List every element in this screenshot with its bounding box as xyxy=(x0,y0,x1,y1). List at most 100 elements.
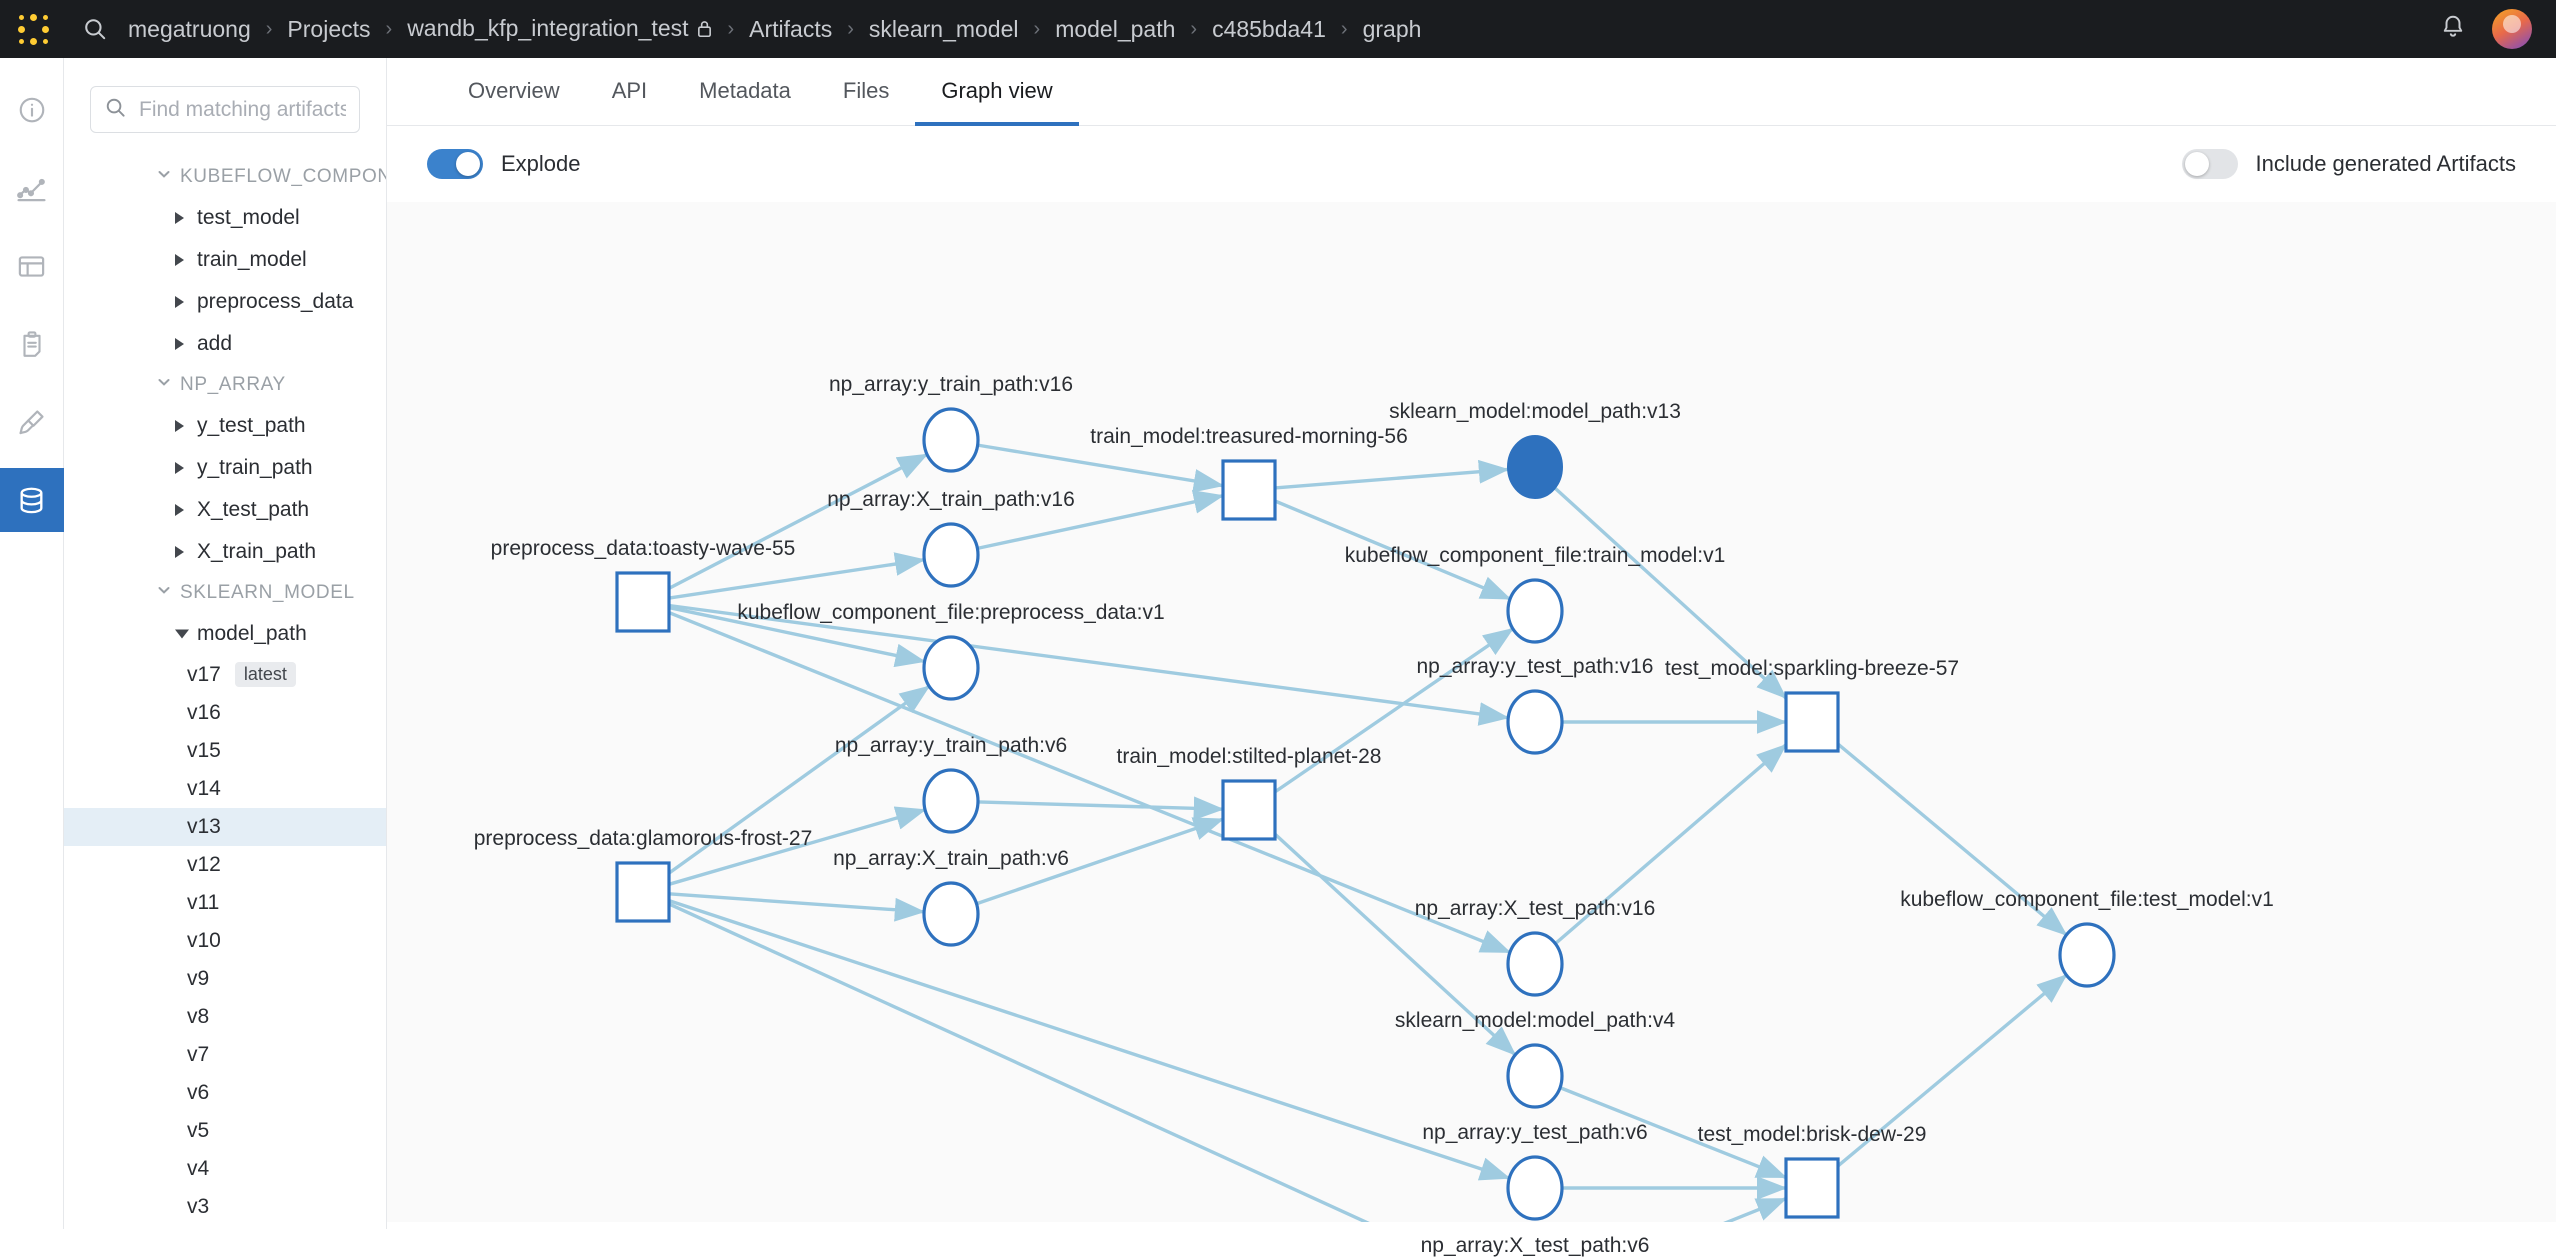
graph-node-circle[interactable] xyxy=(922,407,980,473)
graph-node-square[interactable] xyxy=(615,571,671,633)
tree-group-kubeflow-component-file[interactable]: KUBEFLOW_COMPONENT_... xyxy=(64,157,386,197)
version-label: v17 xyxy=(187,662,221,686)
graph-node-square[interactable] xyxy=(1784,691,1840,753)
graph-node-label: preprocess_data:glamorous-frost-27 xyxy=(473,827,813,850)
breadcrumb-item-1[interactable]: Projects xyxy=(287,15,371,42)
tree-item-x-test-path[interactable]: X_test_path xyxy=(64,489,386,531)
version-item-v6[interactable]: v6 xyxy=(64,1074,386,1112)
artifact-tree: KUBEFLOW_COMPONENT_... test_model train_… xyxy=(64,143,386,1229)
graph-node-circle[interactable] xyxy=(1506,1043,1564,1109)
version-item-v16[interactable]: v16 xyxy=(64,694,386,732)
graph-node-square[interactable] xyxy=(1221,459,1277,521)
tree-item-x-train-path[interactable]: X_train_path xyxy=(64,531,386,573)
triangle-right-icon xyxy=(175,296,184,308)
tree-item-train-model[interactable]: train_model xyxy=(64,239,386,281)
search-icon xyxy=(104,96,127,124)
graph-node-circle[interactable] xyxy=(1506,578,1564,644)
table-icon[interactable] xyxy=(0,234,64,298)
tree-item-preprocess-data[interactable]: preprocess_data xyxy=(64,281,386,323)
include-generated-artifacts-switch[interactable] xyxy=(2181,149,2238,179)
avatar[interactable] xyxy=(2492,9,2532,49)
artifacts-icon[interactable] xyxy=(0,468,64,532)
graph-node-circle[interactable] xyxy=(922,881,980,947)
version-item-v7[interactable]: v7 xyxy=(64,1036,386,1074)
include-generated-artifacts-toggle[interactable]: Include generated Artifacts xyxy=(2181,149,2516,179)
search-icon[interactable] xyxy=(66,16,124,42)
graph-edge xyxy=(1836,742,2068,937)
breadcrumb-item-7[interactable]: graph xyxy=(1362,15,1422,42)
triangle-right-icon xyxy=(175,504,184,516)
tree-item-label: model_path xyxy=(197,622,307,645)
graph-node-circle[interactable] xyxy=(922,768,980,834)
tab-api[interactable]: API xyxy=(611,78,648,103)
tree-group-sklearn-model[interactable]: SKLEARN_MODEL xyxy=(64,573,386,613)
version-item-v14[interactable]: v14 xyxy=(64,770,386,808)
graph-edge xyxy=(977,490,1225,551)
version-item-v15[interactable]: v15 xyxy=(64,732,386,770)
graph-node-circle[interactable] xyxy=(1506,931,1564,997)
graph-node-circle[interactable] xyxy=(922,522,980,588)
version-item-v5[interactable]: v5 xyxy=(64,1112,386,1150)
search-input[interactable] xyxy=(139,97,346,122)
reports-icon[interactable] xyxy=(0,312,64,376)
breadcrumb-item-5[interactable]: model_path xyxy=(1055,15,1176,42)
triangle-right-icon xyxy=(175,254,184,266)
graph-node-square[interactable] xyxy=(1784,1157,1840,1219)
version-item-v11[interactable]: v11 xyxy=(64,884,386,922)
wandb-dots-logo[interactable] xyxy=(0,13,66,45)
breadcrumb-item-0[interactable]: megatruong xyxy=(128,15,251,42)
breadcrumb-separator: › xyxy=(1190,17,1198,40)
tree-item-model-path[interactable]: model_path xyxy=(64,613,386,655)
graph-node-circle[interactable] xyxy=(1507,435,1563,499)
broom-icon[interactable] xyxy=(0,390,64,454)
breadcrumb-item-3[interactable]: Artifacts xyxy=(749,15,833,42)
version-item-v3[interactable]: v3 xyxy=(64,1188,386,1226)
graph-node-circle[interactable] xyxy=(2058,922,2116,988)
version-item-v12[interactable]: v12 xyxy=(64,846,386,884)
tree-item-add[interactable]: add xyxy=(64,323,386,365)
version-item-v4[interactable]: v4 xyxy=(64,1150,386,1188)
tab-graph-view[interactable]: Graph view xyxy=(915,78,1079,126)
tree-item-y-train-path[interactable]: y_train_path xyxy=(64,447,386,489)
tab-files[interactable]: Files xyxy=(842,78,890,103)
tree-item-test-model[interactable]: test_model xyxy=(64,197,386,239)
version-label: v5 xyxy=(187,1119,210,1142)
overview-icon[interactable] xyxy=(0,78,64,142)
tab-metadata[interactable]: Metadata xyxy=(699,78,791,103)
graph-node-circle[interactable] xyxy=(1506,689,1564,755)
tab-overview[interactable]: Overview xyxy=(468,78,560,103)
breadcrumb-separator: › xyxy=(265,17,273,40)
graph-node-label: train_model:stilted-planet-28 xyxy=(1116,745,1382,768)
bell-icon[interactable] xyxy=(2440,13,2466,45)
tree-item-label: test_model xyxy=(197,206,300,229)
version-label: v6 xyxy=(187,1081,210,1104)
version-item-v8[interactable]: v8 xyxy=(64,998,386,1036)
artifact-search-box[interactable] xyxy=(90,86,360,133)
main-content: Overview API Metadata Files Graph view E… xyxy=(387,58,2556,1257)
breadcrumb-item-6[interactable]: c485bda41 xyxy=(1212,15,1326,42)
graph-edge xyxy=(668,605,926,668)
triangle-right-icon xyxy=(175,462,184,474)
explode-toggle-switch[interactable] xyxy=(427,149,483,179)
tree-item-label: preprocess_data xyxy=(197,290,354,313)
graph-node-square[interactable] xyxy=(615,861,671,923)
tree-group-np-array[interactable]: NP_ARRAY xyxy=(64,365,386,405)
breadcrumb-item-4[interactable]: sklearn_model xyxy=(868,15,1019,42)
explode-toggle[interactable]: Explode xyxy=(427,149,581,179)
graph-node-square[interactable] xyxy=(1221,779,1277,841)
graph-node-circle[interactable] xyxy=(922,635,980,701)
version-item-v9[interactable]: v9 xyxy=(64,960,386,998)
tree-item-y-test-path[interactable]: y_test_path xyxy=(64,405,386,447)
version-item-v13[interactable]: v13 xyxy=(64,808,386,846)
lock-icon xyxy=(696,17,713,44)
breadcrumb-item-2[interactable]: wandb_kfp_integration_test xyxy=(403,15,716,44)
chevron-down-icon xyxy=(156,374,172,396)
tree-item-label: train_model xyxy=(197,248,307,271)
graph-node-circle[interactable] xyxy=(1506,1155,1564,1221)
charts-icon[interactable] xyxy=(0,156,64,220)
version-item-v10[interactable]: v10 xyxy=(64,922,386,960)
explode-toggle-label: Explode xyxy=(501,151,581,176)
version-label: v9 xyxy=(187,967,210,990)
